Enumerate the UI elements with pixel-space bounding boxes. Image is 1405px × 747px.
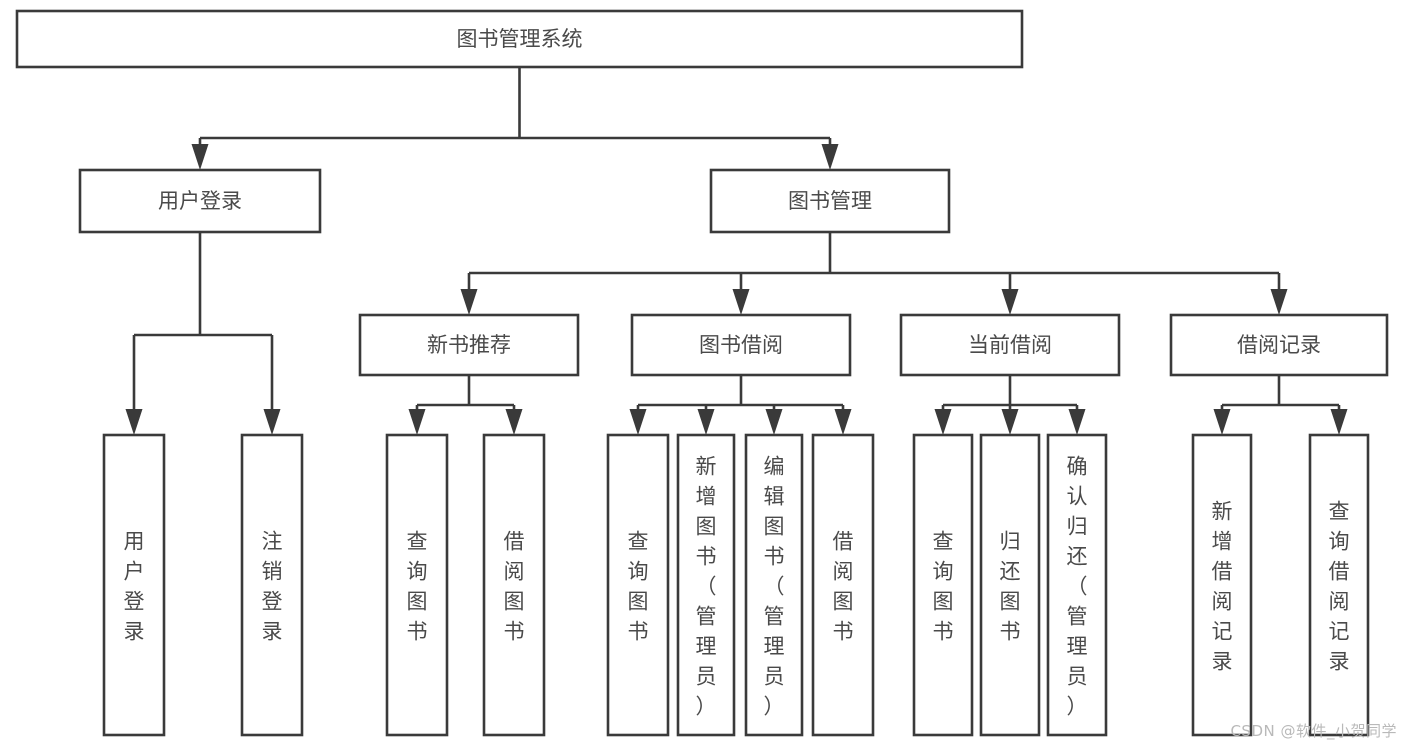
node-leaf-add-record-label: 新增借阅记录 — [1212, 499, 1233, 673]
node-root-system-box[interactable] — [15, 9, 1024, 69]
node-current-borrow-label: 当前借阅 — [968, 333, 1052, 357]
node-leaf-query-record-label: 查询借阅记录 — [1329, 499, 1350, 673]
node-new-book-recommend-label: 新书推荐 — [427, 333, 511, 357]
node-user-login-label: 用户登录 — [158, 189, 242, 213]
node-leaf-confirm-return[interactable]: 确认归还（管理员） — [1046, 433, 1108, 737]
node-leaf-borrow-book-2-box[interactable] — [811, 433, 875, 737]
node-book-borrow-label: 图书借阅 — [699, 333, 783, 357]
node-current-borrow[interactable]: 当前借阅 — [899, 313, 1121, 377]
node-leaf-logout-label: 注销登录 — [262, 529, 283, 643]
node-leaf-add-book[interactable]: 新增图书（管理员） — [676, 433, 736, 737]
node-leaf-user-login-box[interactable] — [102, 433, 166, 737]
node-leaf-borrow-book-2[interactable]: 借阅图书 — [811, 433, 875, 737]
arrow-head-icon — [125, 409, 143, 435]
node-leaf-add-book-label: 新增图书（管理员） — [696, 454, 717, 718]
node-leaf-user-login[interactable]: 用户登录 — [102, 433, 166, 737]
node-leaf-query-book-3[interactable]: 查询图书 — [912, 433, 974, 737]
node-borrow-record[interactable]: 借阅记录 — [1169, 313, 1389, 377]
node-leaf-add-record[interactable]: 新增借阅记录 — [1191, 433, 1253, 737]
node-leaf-borrow-book-1-label: 借阅图书 — [504, 529, 525, 643]
arrow-head-icon — [505, 409, 523, 435]
node-leaf-logout[interactable]: 注销登录 — [240, 433, 304, 737]
node-leaf-query-book-2-box[interactable] — [606, 433, 670, 737]
arrow-head-icon — [1270, 289, 1288, 315]
node-leaf-query-record[interactable]: 查询借阅记录 — [1308, 433, 1370, 737]
csdn-watermark: CSDN @软件_小贺同学 — [1230, 722, 1397, 740]
arrow-head-icon — [460, 289, 478, 315]
node-leaf-add-record-box[interactable] — [1191, 433, 1253, 737]
arrow-head-icon — [732, 289, 750, 315]
node-leaf-return-book-box[interactable] — [979, 433, 1041, 737]
node-root-system-label: 图书管理系统 — [457, 27, 583, 51]
node-current-borrow-box[interactable] — [899, 313, 1121, 377]
node-user-login-box[interactable] — [78, 168, 322, 234]
node-borrow-record-label: 借阅记录 — [1237, 333, 1321, 357]
node-leaf-edit-book-box[interactable] — [744, 433, 804, 737]
node-leaf-edit-book[interactable]: 编辑图书（管理员） — [744, 433, 804, 737]
arrow-head-icon — [821, 144, 839, 170]
arrow-head-icon — [834, 409, 852, 435]
connector-layer — [125, 67, 1348, 435]
arrow-head-icon — [1001, 409, 1019, 435]
node-leaf-return-book-label: 归还图书 — [1000, 529, 1021, 643]
node-leaf-borrow-book-1[interactable]: 借阅图书 — [482, 433, 546, 737]
node-leaf-query-book-3-label: 查询图书 — [933, 529, 954, 643]
arrow-head-icon — [1068, 409, 1086, 435]
node-book-borrow[interactable]: 图书借阅 — [630, 313, 852, 377]
arrow-head-icon — [629, 409, 647, 435]
node-leaf-query-book-3-box[interactable] — [912, 433, 974, 737]
node-leaf-query-book-1-box[interactable] — [385, 433, 449, 737]
node-leaf-logout-box[interactable] — [240, 433, 304, 737]
node-leaf-query-book-1-label: 查询图书 — [407, 529, 428, 643]
node-leaf-query-book-2[interactable]: 查询图书 — [606, 433, 670, 737]
arrow-head-icon — [765, 409, 783, 435]
arrow-head-icon — [934, 409, 952, 435]
node-leaf-confirm-return-label: 确认归还（管理员） — [1067, 454, 1088, 718]
node-leaf-query-record-box[interactable] — [1308, 433, 1370, 737]
node-leaf-user-login-label: 用户登录 — [124, 529, 145, 643]
arrow-head-icon — [1001, 289, 1019, 315]
node-book-manage-label: 图书管理 — [788, 189, 872, 213]
arrow-head-icon — [1330, 409, 1348, 435]
arrow-head-icon — [1213, 409, 1231, 435]
node-book-manage[interactable]: 图书管理 — [709, 168, 951, 234]
node-leaf-confirm-return-box[interactable] — [1046, 433, 1108, 737]
node-book-borrow-box[interactable] — [630, 313, 852, 377]
node-layer: 图书管理系统用户登录图书管理新书推荐图书借阅当前借阅借阅记录用户登录注销登录查询… — [15, 9, 1389, 737]
node-new-book-recommend[interactable]: 新书推荐 — [358, 313, 580, 377]
arrow-head-icon — [263, 409, 281, 435]
node-new-book-recommend-box[interactable] — [358, 313, 580, 377]
node-leaf-query-book-1[interactable]: 查询图书 — [385, 433, 449, 737]
node-leaf-add-book-box[interactable] — [676, 433, 736, 737]
node-borrow-record-box[interactable] — [1169, 313, 1389, 377]
node-book-manage-box[interactable] — [709, 168, 951, 234]
arrow-head-icon — [408, 409, 426, 435]
arrow-head-icon — [191, 144, 209, 170]
node-leaf-query-book-2-label: 查询图书 — [628, 529, 649, 643]
node-root-system[interactable]: 图书管理系统 — [15, 9, 1024, 69]
node-leaf-borrow-book-2-label: 借阅图书 — [833, 529, 854, 643]
node-leaf-borrow-book-1-box[interactable] — [482, 433, 546, 737]
node-leaf-return-book[interactable]: 归还图书 — [979, 433, 1041, 737]
node-user-login[interactable]: 用户登录 — [78, 168, 322, 234]
arrow-head-icon — [697, 409, 715, 435]
node-leaf-edit-book-label: 编辑图书（管理员） — [764, 454, 785, 718]
